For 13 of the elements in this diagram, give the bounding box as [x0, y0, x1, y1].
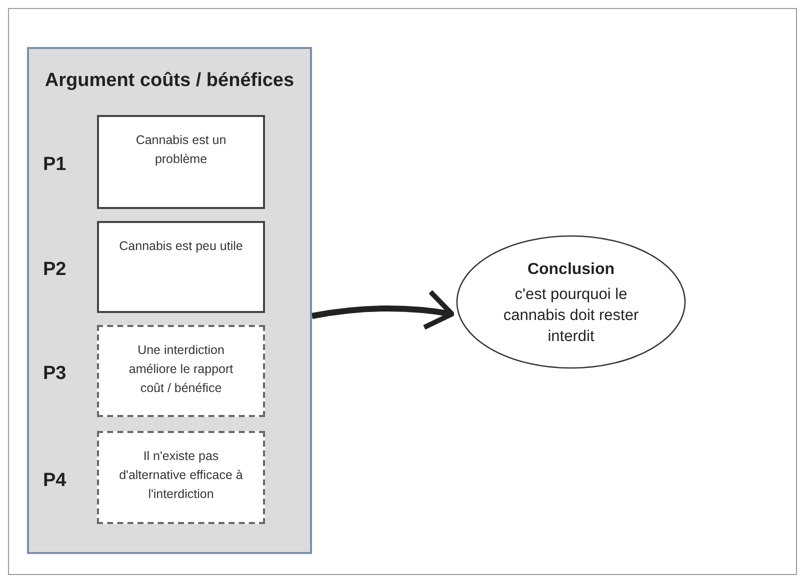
premise-text: Il n'existe pas d'alternative efficace à l'interdiction	[119, 448, 243, 503]
curved-arrow	[311, 290, 454, 330]
conclusion-text: c'est pourquoi le cannabis doit rester interdit	[502, 284, 640, 346]
premise-text: Cannabis est peu utile	[119, 238, 243, 255]
premise-label: P2	[43, 258, 66, 282]
premise-text: Une interdiction améliore le rapport coût / bénéfice	[128, 342, 234, 397]
premise-label: P3	[43, 362, 66, 386]
premise-label: P4	[43, 468, 66, 492]
premise-label: P1	[43, 153, 66, 177]
panel-heading: Argument coûts / bénéfices	[44, 69, 296, 93]
premise-text: Cannabis est un problème	[134, 132, 228, 168]
argument-panel	[27, 47, 312, 554]
conclusion-heading: Conclusion	[527, 260, 615, 280]
